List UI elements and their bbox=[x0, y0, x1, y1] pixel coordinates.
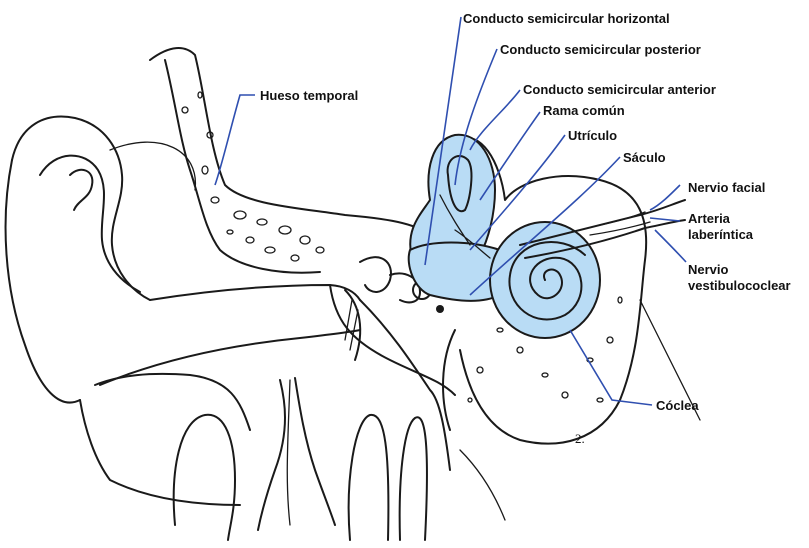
label-conducto-posterior: Conducto semicircular posterior bbox=[500, 42, 701, 57]
label-utriculo: Utrículo bbox=[568, 128, 617, 143]
label-conducto-horizontal: Conducto semicircular horizontal bbox=[463, 11, 670, 26]
styloid-branches bbox=[258, 378, 335, 530]
figure-number: 2. bbox=[575, 431, 585, 446]
mastoid-tooth-3 bbox=[400, 417, 427, 540]
temporal-bone-outline bbox=[150, 48, 425, 232]
label-arteria-line2: laberíntica bbox=[688, 227, 753, 242]
lower-bone-left bbox=[95, 374, 250, 430]
label-hueso-temporal: Hueso temporal bbox=[260, 88, 358, 103]
mastoid-tooth-2 bbox=[349, 415, 389, 540]
label-nervio-vestibulococlear-line2: vestibulococlear bbox=[688, 278, 791, 293]
label-rama-comun: Rama común bbox=[543, 103, 625, 118]
auricle-inner-fold bbox=[40, 156, 140, 292]
ear-canal-lower bbox=[100, 330, 360, 385]
label-conducto-anterior: Conducto semicircular anterior bbox=[523, 82, 716, 97]
label-nervio-vestibulococlear-line1: Nervio bbox=[688, 262, 728, 277]
label-saculo: Sáculo bbox=[623, 150, 666, 165]
label-arteria-line1: Arteria bbox=[688, 211, 730, 226]
mastoid-tooth-1 bbox=[174, 415, 235, 540]
label-nervio-facial: Nervio facial bbox=[688, 180, 765, 195]
ear-canal-upper bbox=[150, 285, 360, 300]
label-coclea: Cóclea bbox=[656, 398, 699, 413]
auricle-lobe bbox=[6, 160, 80, 403]
